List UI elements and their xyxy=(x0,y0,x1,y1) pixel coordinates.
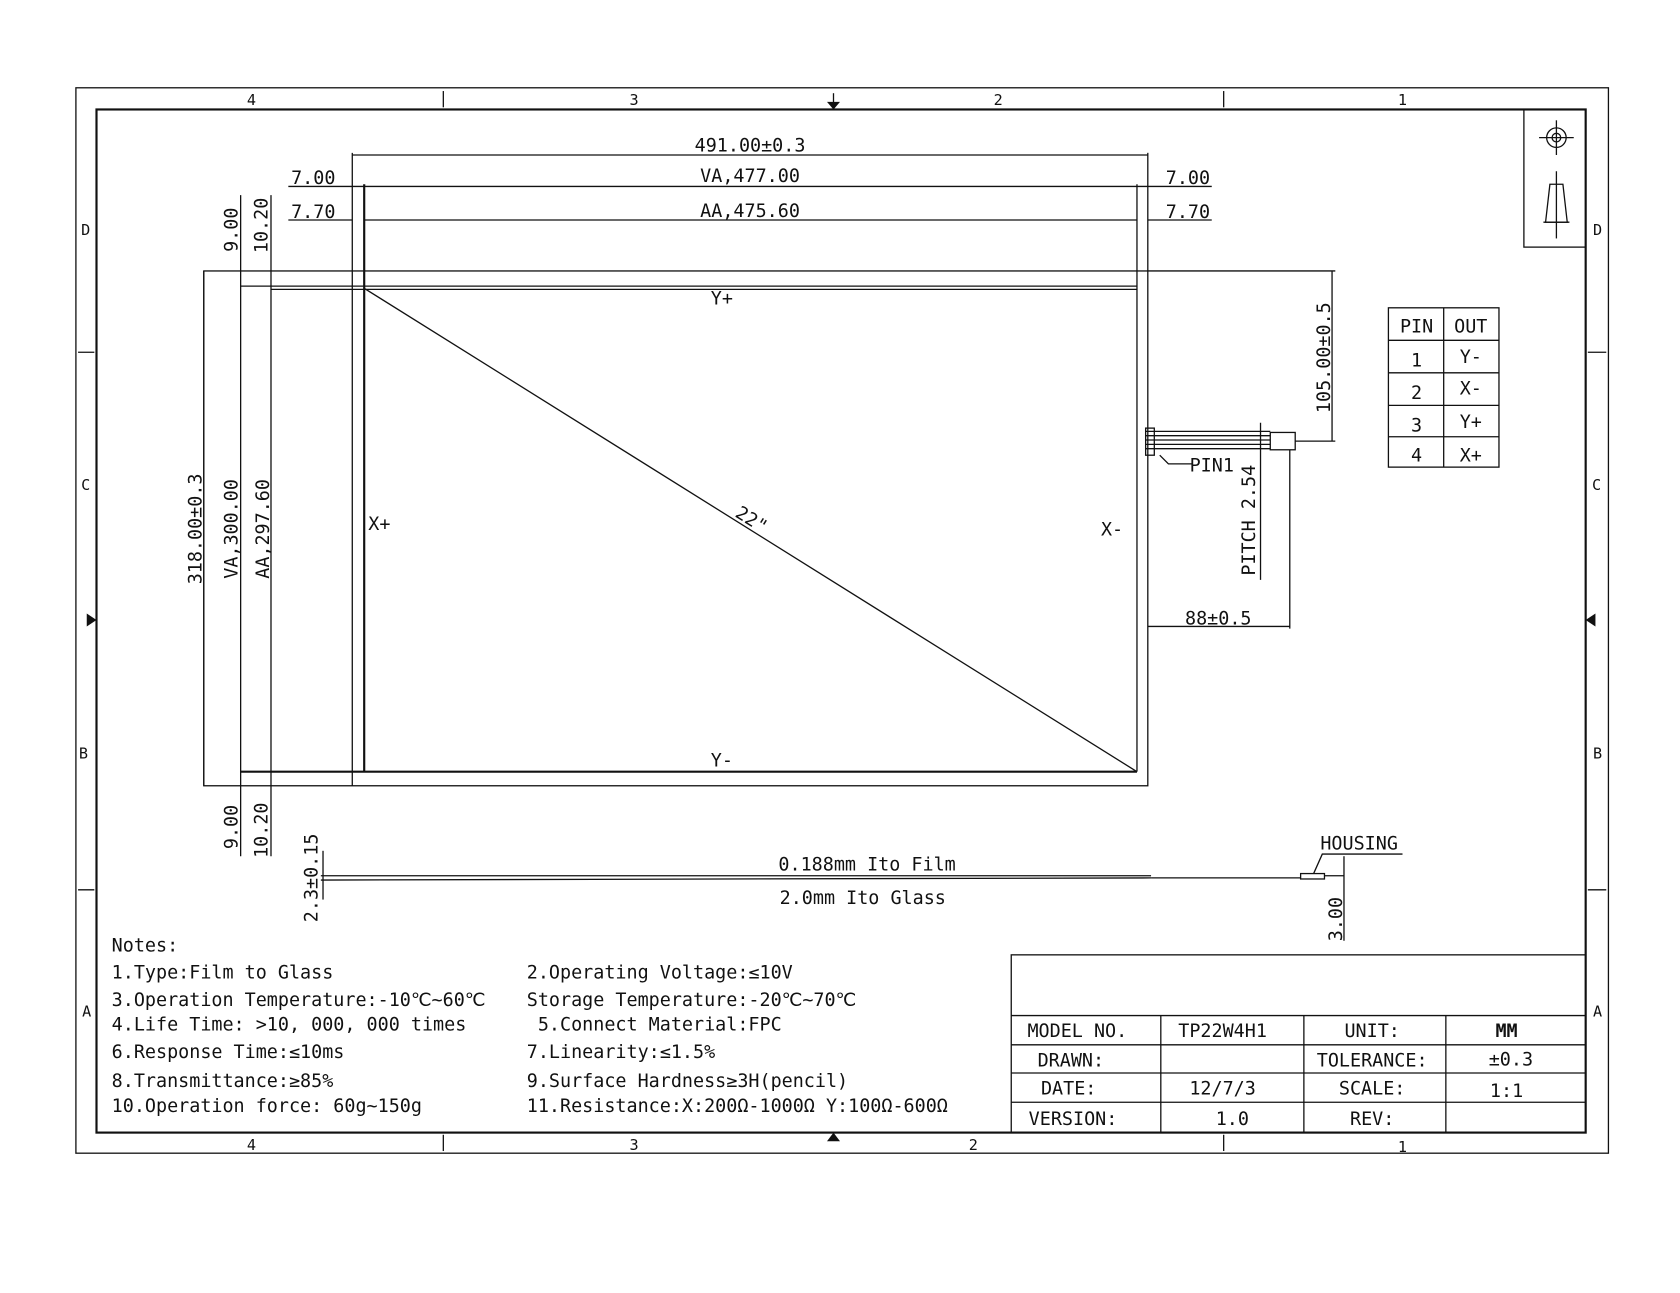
notes-title: Notes: xyxy=(112,936,179,957)
electrode-x-minus: X- xyxy=(1101,519,1123,540)
diagonal-line xyxy=(363,287,1138,773)
date-value: 12/7/3 xyxy=(1189,1079,1256,1100)
note-item: 11.Resistance:X:200Ω-1000Ω Y:100Ω-600Ω xyxy=(527,1096,948,1117)
pin-cell: 1 xyxy=(1411,350,1422,371)
dim-housing: 3.00 xyxy=(1326,897,1347,941)
dim-overall-width: 491.00±0.3 xyxy=(695,136,806,157)
top-dimension-lines xyxy=(288,154,1212,221)
note-item: Storage Temperature:-20℃~70℃ xyxy=(527,990,856,1011)
dim-overall-height: 318.00±0.3 xyxy=(186,473,207,584)
dim-top-10-20: 10.20 xyxy=(252,198,273,253)
side-view xyxy=(320,850,1403,941)
scale-value: 1:1 xyxy=(1490,1081,1523,1102)
model-value: TP22W4H1 xyxy=(1178,1021,1267,1042)
zone-bottom-1: 1 xyxy=(1398,1138,1407,1156)
note-item: 2.Operating Voltage:≤10V xyxy=(527,963,793,984)
pin-cell: 2 xyxy=(1411,383,1422,404)
left-dimension-lines xyxy=(203,195,272,857)
dim-thickness: 2.3±0.15 xyxy=(302,834,323,923)
note-item: 5.Connect Material:FPC xyxy=(527,1015,782,1036)
rev-label: REV: xyxy=(1350,1109,1394,1130)
tolerance-label: TOLERANCE: xyxy=(1317,1050,1428,1071)
note-item: 9.Surface Hardness≥3H(pencil) xyxy=(527,1071,848,1092)
note-item: 4.Life Time: >10, 000, 000 times xyxy=(112,1015,467,1036)
dim-connector-offset: 105.00±0.5 xyxy=(1314,302,1335,413)
electrode-x-plus: X+ xyxy=(368,514,390,535)
zone-bottom-4: 4 xyxy=(247,1136,256,1154)
zone-right-b: B xyxy=(1593,745,1602,763)
touch-panel-outline xyxy=(203,152,1149,787)
out-cell: X- xyxy=(1460,379,1482,400)
zone-labels: 4 3 2 1 4 3 2 1 D C B A D C B A xyxy=(79,91,1602,1156)
pin-cell: 3 xyxy=(1411,415,1422,436)
zone-right-c: C xyxy=(1592,476,1601,494)
centering-arrow-left xyxy=(86,613,97,627)
pin-header: PIN xyxy=(1400,317,1433,338)
notes: Notes: 1.Type:Film to Glass 3.Operation … xyxy=(112,936,948,1117)
zone-top-4: 4 xyxy=(247,91,256,109)
out-cell: Y- xyxy=(1460,347,1482,368)
note-item: 3.Operation Temperature:-10℃~60℃ xyxy=(112,990,486,1011)
pin1-label: PIN1 xyxy=(1190,455,1234,476)
drawn-label: DRAWN: xyxy=(1038,1050,1105,1071)
zone-left-b: B xyxy=(79,745,88,763)
unit-label: UNIT: xyxy=(1344,1021,1399,1042)
diagonal-size: 22" xyxy=(732,502,771,537)
note-item: 8.Transmittance:≥85% xyxy=(112,1071,334,1092)
out-header: OUT xyxy=(1454,317,1487,338)
dim-va-height: VA,300.00 xyxy=(221,479,242,579)
fpc-connector xyxy=(1144,270,1336,629)
zone-left-d: D xyxy=(81,221,90,239)
electrode-y-minus: Y- xyxy=(711,750,733,771)
dim-top-9-00: 9.00 xyxy=(221,208,242,252)
zone-top-1: 1 xyxy=(1398,91,1407,109)
dim-tail-length: 88±0.5 xyxy=(1185,608,1252,629)
model-label: MODEL NO. xyxy=(1027,1021,1127,1042)
zone-bottom-3: 3 xyxy=(630,1136,639,1154)
note-item: 1.Type:Film to Glass xyxy=(112,963,334,984)
zone-left-a: A xyxy=(82,1003,91,1021)
dim-left-7-00: 7.00 xyxy=(291,168,335,189)
pin-cell: 4 xyxy=(1411,446,1422,467)
unit-value: MM xyxy=(1495,1021,1517,1042)
scale-label: SCALE: xyxy=(1339,1079,1406,1100)
sheet-frame xyxy=(75,87,1610,1154)
dim-right-7-00: 7.00 xyxy=(1166,168,1210,189)
electrode-y-plus: Y+ xyxy=(711,289,733,310)
zone-left-c: C xyxy=(81,476,90,494)
zone-top-3: 3 xyxy=(630,91,639,109)
dim-va-width: VA,477.00 xyxy=(700,166,800,187)
pin-table: PIN OUT 1 Y- 2 X- 3 Y+ 4 X+ xyxy=(1387,307,1500,468)
dim-right-7-70: 7.70 xyxy=(1166,202,1210,223)
dim-aa-width: AA,475.60 xyxy=(700,201,800,222)
tolerance-value: ±0.3 xyxy=(1489,1049,1533,1070)
projection-symbol-icon xyxy=(1523,108,1587,248)
zone-right-d: D xyxy=(1593,221,1602,239)
dim-left-7-70: 7.70 xyxy=(291,202,335,223)
date-label: DATE: xyxy=(1041,1079,1096,1100)
dim-pitch: PITCH 2.54 xyxy=(1239,465,1260,576)
glass-label: 2.0mm Ito Glass xyxy=(780,888,946,909)
zone-top-2: 2 xyxy=(994,91,1003,109)
centering-arrow-top xyxy=(826,101,840,110)
housing-label: HOUSING xyxy=(1320,834,1398,855)
centering-arrow-right xyxy=(1585,613,1596,627)
note-item: 7.Linearity:≤1.5% xyxy=(527,1042,715,1063)
note-item: 6.Response Time:≤10ms xyxy=(112,1042,345,1063)
dim-bottom-9-00: 9.00 xyxy=(221,805,242,849)
version-value: 1.0 xyxy=(1216,1109,1249,1130)
dim-bottom-10-20: 10.20 xyxy=(252,802,273,857)
out-cell: X+ xyxy=(1460,446,1482,467)
centering-arrow-bottom xyxy=(826,1132,840,1142)
out-cell: Y+ xyxy=(1460,412,1482,433)
note-item: 10.Operation force: 60g~150g xyxy=(112,1096,422,1117)
title-block: MODEL NO. TP22W4H1 UNIT: MM DRAWN: TOLER… xyxy=(1010,954,1587,1134)
zone-bottom-2: 2 xyxy=(969,1136,978,1154)
film-label: 0.188mm Ito Film xyxy=(778,854,955,875)
version-label: VERSION: xyxy=(1029,1109,1118,1130)
dim-aa-height: AA,297.60 xyxy=(253,479,274,579)
zone-right-a: A xyxy=(1593,1003,1602,1021)
